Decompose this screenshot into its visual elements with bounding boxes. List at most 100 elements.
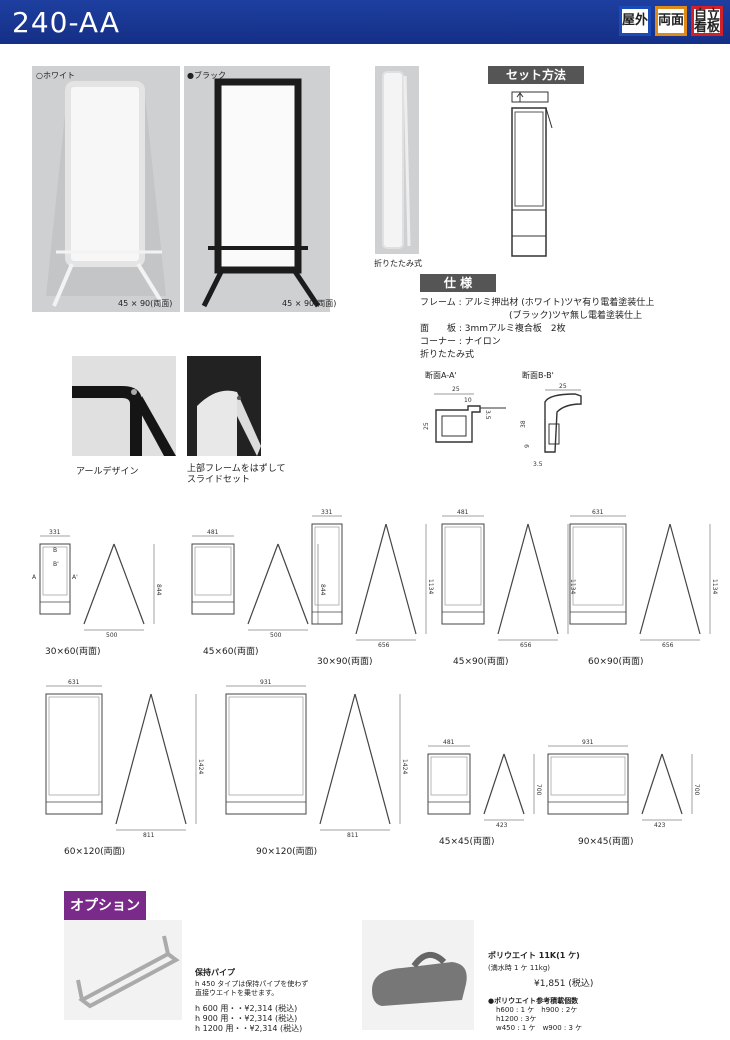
front-view-frame (191, 543, 235, 615)
width-dim-label: 331 (321, 509, 333, 516)
side-view-back-leg (113, 543, 145, 625)
top-frame-detail-photo (187, 356, 261, 456)
size-caption: 45×45(両面) (439, 836, 494, 847)
holding-pipe-title: 保持パイプ (195, 968, 235, 977)
arch-detail-caption: アールデザイン (76, 467, 139, 477)
front-view-frame (427, 753, 471, 815)
holding-pipe-photo (64, 920, 182, 1020)
model-number: 240-AA (12, 6, 121, 39)
depth-dim-label: 423 (654, 822, 666, 829)
depth-dim-label: 423 (496, 822, 508, 829)
holding-pipe-note: h 450 タイプは保持パイプを使わず 直接ウエイトを乗せます。 (195, 980, 309, 997)
folded-sign-image (382, 71, 411, 249)
height-dim-label: 1134 (569, 579, 576, 594)
spec-frame: フレーム : アルミ押出材 (ホワイト)ツヤ有り電着塗装仕上 (420, 298, 655, 308)
front-view-panel (228, 696, 304, 796)
section-a-drawing: 25 10 3.5 25 (423, 386, 506, 443)
side-view-back-leg (354, 693, 391, 825)
setup-title: セット方法 (488, 66, 584, 84)
front-view-panel (48, 696, 100, 796)
side-view-front-leg (247, 543, 279, 625)
size-caption: 90×120(両面) (256, 846, 317, 857)
depth-dim-label: 656 (520, 642, 532, 649)
width-dim-label: 331 (49, 529, 61, 536)
front-view-frame (441, 523, 485, 625)
white-color-label: ○ホワイト (36, 71, 75, 80)
section-b-dim-lower: 9 (524, 444, 531, 448)
side-view-back-leg (277, 543, 309, 625)
freestanding-badge: 自立 看板 (691, 6, 723, 36)
header-bar (0, 0, 730, 44)
section-b-label: 断面B-B' (522, 371, 554, 380)
side-view-back-leg (150, 693, 187, 825)
white-size-caption: 45 × 90(両面) (118, 299, 173, 308)
height-dim-label: 1134 (711, 579, 718, 594)
price-h600: h 600 用・・¥2,314 (税込) (195, 1004, 298, 1013)
section-b-drawing: 25 38 9 3.5 (520, 383, 582, 468)
front-view-frame (39, 543, 71, 615)
section-a-label: 断面A-A' (425, 371, 457, 380)
section-a-dim-lip: 10 (464, 397, 472, 404)
spec-title: 仕 様 (420, 274, 496, 292)
section-a-dim-height: 25 (423, 422, 430, 430)
top-frame-detail-image (197, 390, 261, 456)
size-caption: 60×90(両面) (588, 656, 643, 667)
poly-weight-title: ポリウエイト 11K(1 ケ) (488, 951, 580, 960)
width-dim-label: 631 (592, 509, 604, 516)
ref-line-3: w450 : 1 ケ w900 : 3 ケ (496, 1024, 583, 1032)
front-view-frame (547, 753, 629, 815)
section-a-prime-marker: A' (72, 574, 78, 581)
poly-weight-photo (362, 920, 474, 1030)
width-dim-label: 481 (207, 529, 219, 536)
poly-weight-sub: (満水時 1 ケ 11kg) (488, 964, 550, 972)
ref-line-1: h600 : 1 ケ h900 : 2ケ (496, 1006, 578, 1014)
width-dim-label: 481 (443, 739, 455, 746)
size-caption: 45×60(両面) (203, 646, 258, 657)
side-view-front-leg (83, 543, 115, 625)
side-view-back-leg (527, 523, 559, 635)
black-sign-photo (184, 66, 330, 312)
front-view-frame (311, 523, 343, 625)
side-view-back-leg (385, 523, 417, 635)
height-dim-label: 1134 (427, 579, 434, 594)
height-dim-label: 844 (155, 584, 162, 596)
front-view-panel (42, 546, 68, 596)
arch-detail-image (72, 386, 176, 456)
side-view-front-leg (497, 523, 529, 635)
poly-weight-ref-lines: h600 : 1 ケ h900 : 2ケ h1200 : 3ケ w450 : 1… (496, 1006, 582, 1033)
width-dim-label: 931 (260, 679, 272, 686)
holding-pipe-prices: h 600 用・・¥2,314 (税込) h 900 用・・¥2,314 (税込… (195, 1004, 302, 1034)
height-dim-label: 700 (535, 784, 542, 796)
black-sign-image (201, 78, 321, 308)
section-a-dim-width: 25 (452, 386, 460, 393)
white-sign-photo (32, 66, 180, 312)
poly-weight-price: ¥1,851 (税込) (534, 979, 594, 989)
depth-dim-label: 656 (378, 642, 390, 649)
front-view-panel (314, 526, 340, 606)
depth-dim-label: 656 (662, 642, 674, 649)
section-b-dim-width: 25 (559, 383, 567, 390)
folded-caption: 折りたたみ式 (374, 259, 422, 268)
side-view-back-leg (669, 523, 701, 635)
poly-weight-ref-title: ●ポリウエイト参考積載個数 (488, 997, 579, 1005)
front-view-panel (550, 756, 626, 796)
side-view-front-leg (115, 693, 152, 825)
height-dim-label: 1424 (401, 759, 408, 774)
price-h1200: h 1200 用・・¥2,314 (税込) (195, 1024, 303, 1033)
front-view-frame (225, 693, 307, 815)
side-view-front-leg (355, 523, 387, 635)
front-view-panel (572, 526, 624, 606)
white-sign-image (46, 81, 166, 308)
side-view-front-leg (483, 753, 505, 815)
depth-dim-label: 500 (106, 632, 118, 639)
depth-dim-label: 811 (347, 832, 359, 839)
spec-frame-black: (ブラック)ツヤ無し電着塗装仕上 (509, 311, 643, 321)
side-view-back-leg (503, 753, 525, 815)
depth-dim-label: 500 (270, 632, 282, 639)
front-view-panel (444, 526, 482, 606)
size-caption: 30×90(両面) (317, 656, 372, 667)
spec-panel: 面 板 : 3mmアルミ複合板 2枚 (420, 324, 566, 334)
size-caption: 90×45(両面) (578, 836, 633, 847)
section-b-dim-base: 3.5 (533, 461, 543, 468)
